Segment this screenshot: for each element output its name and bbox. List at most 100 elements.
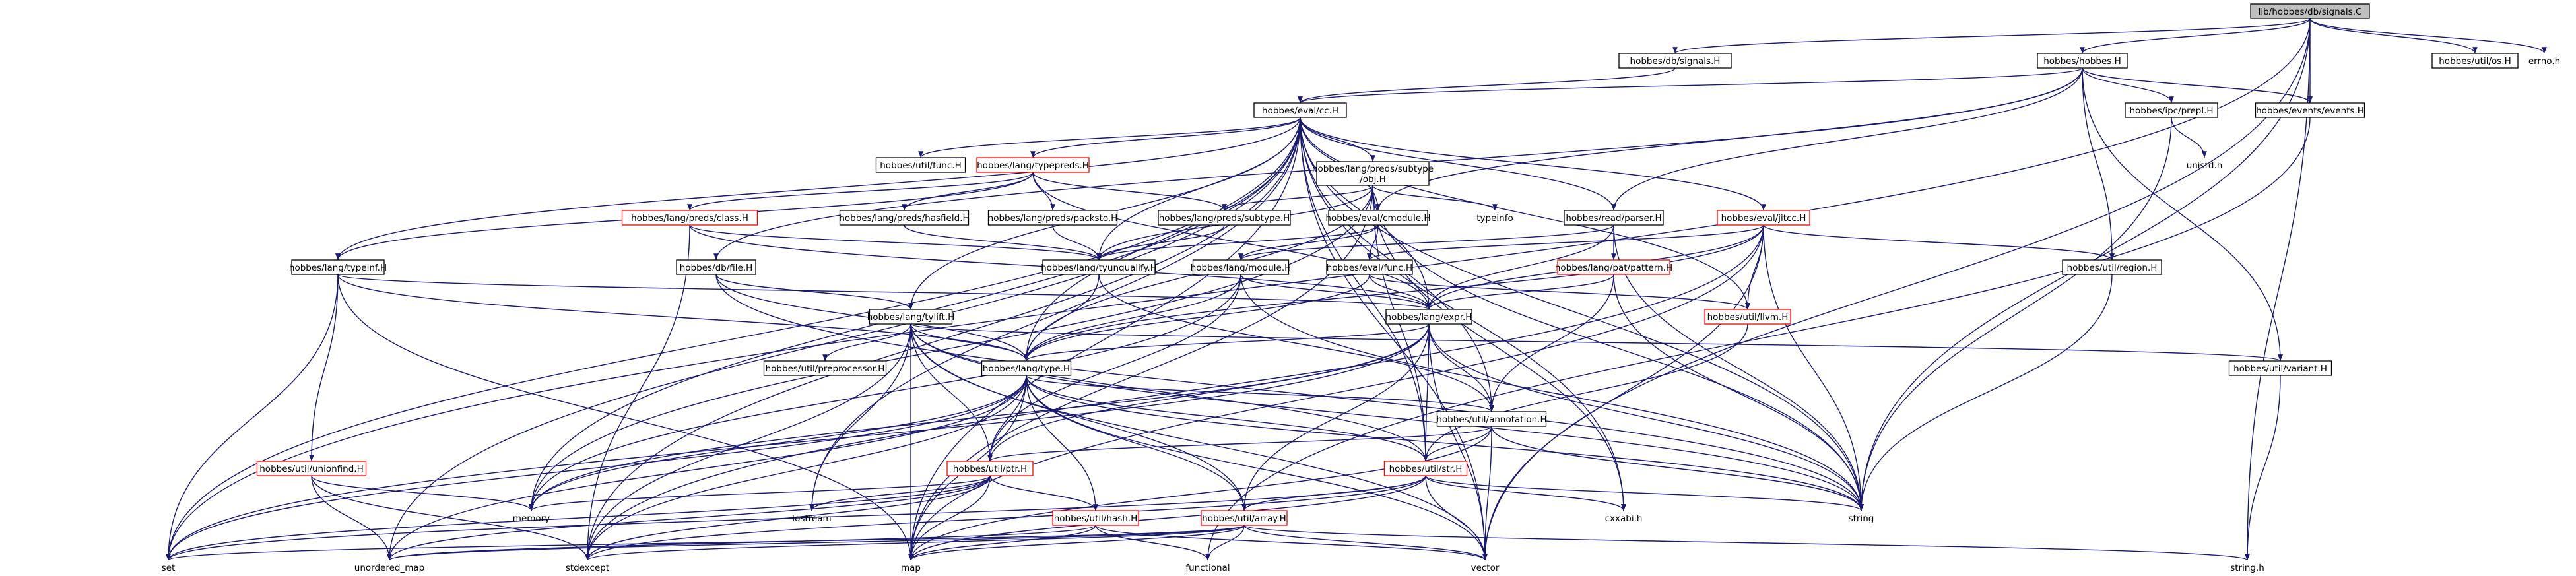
node-array[interactable]: hobbes/util/array.H bbox=[1201, 510, 1288, 526]
edge-typepreds-to-expr bbox=[1032, 172, 1432, 310]
node-vector-label: vector bbox=[1471, 563, 1500, 573]
node-langtype[interactable]: hobbes/lang/type.H bbox=[981, 360, 1072, 376]
node-patpattern[interactable]: hobbes/lang/pat/pattern.H bbox=[1555, 259, 1672, 275]
node-unistd-label: unistd.h bbox=[2187, 160, 2223, 171]
node-patpattern-label: hobbes/lang/pat/pattern.H bbox=[1555, 263, 1672, 273]
node-errno: errno.h bbox=[2528, 56, 2560, 67]
include-edges bbox=[166, 18, 2547, 561]
edge-langtype-to-hash bbox=[1026, 375, 1098, 511]
edge-root-to-utilos bbox=[2309, 18, 2478, 54]
node-langmodule[interactable]: hobbes/lang/module.H bbox=[1191, 259, 1292, 275]
edge-evalcc-to-typepreds bbox=[1030, 117, 1301, 158]
node-expr[interactable]: hobbes/lang/expr.H bbox=[1385, 309, 1472, 325]
node-hash-label: hobbes/util/hash.H bbox=[1054, 513, 1138, 524]
node-annotation[interactable]: hobbes/util/annotation.H bbox=[1436, 411, 1547, 427]
node-predssubtype[interactable]: hobbes/lang/preds/subtype.H bbox=[1158, 210, 1291, 226]
node-tyunqualify-box bbox=[1042, 259, 1156, 275]
node-typepreds-label: hobbes/lang/typepreds.H bbox=[977, 160, 1089, 171]
edge-evalcc-to-typeinf bbox=[335, 117, 1301, 261]
node-annotation-box bbox=[1436, 411, 1547, 427]
edge-langmodule-to-ptr bbox=[987, 274, 1241, 462]
node-unordered_map: unordered_map bbox=[354, 563, 424, 573]
node-dbfile[interactable]: hobbes/db/file.H bbox=[676, 259, 756, 275]
edge-dbsignals-to-evalcc bbox=[1298, 67, 1676, 104]
node-unionfind-label: hobbes/util/unionfind.H bbox=[259, 464, 364, 474]
node-preprocessor-box bbox=[763, 360, 887, 376]
node-tylift[interactable]: hobbes/lang/tylift.H bbox=[867, 309, 955, 325]
edge-predsclass-to-stdexcept bbox=[585, 224, 690, 561]
node-expr-label: hobbes/lang/expr.H bbox=[1386, 312, 1472, 323]
node-readparser[interactable]: hobbes/read/parser.H bbox=[1564, 210, 1664, 226]
node-evalfunc[interactable]: hobbes/eval/func.H bbox=[1326, 259, 1413, 275]
node-packsto[interactable]: hobbes/lang/preds/packsto.H bbox=[988, 210, 1118, 226]
node-events[interactable]: hobbes/events/events.H bbox=[2255, 102, 2365, 118]
node-utilos[interactable]: hobbes/util/os.H bbox=[2431, 53, 2519, 69]
node-typeinf-box bbox=[291, 259, 385, 275]
node-dbsignals[interactable]: hobbes/db/signals.H bbox=[1618, 53, 1732, 69]
edge-unionfind-to-unordered_map bbox=[311, 475, 392, 561]
node-ipcprepl[interactable]: hobbes/ipc/prepl.H bbox=[2125, 102, 2218, 118]
node-ptr[interactable]: hobbes/util/ptr.H bbox=[946, 461, 1034, 476]
edge-str-to-map bbox=[908, 475, 1426, 561]
node-variant-label: hobbes/util/variant.H bbox=[2233, 364, 2327, 374]
node-preprocessor[interactable]: hobbes/util/preprocessor.H bbox=[763, 360, 887, 376]
edge-expr-to-str bbox=[1423, 323, 1430, 462]
node-ptr-box bbox=[946, 461, 1034, 476]
node-hobbes[interactable]: hobbes/hobbes.H bbox=[2037, 53, 2128, 69]
node-utilfunc[interactable]: hobbes/util/func.H bbox=[875, 157, 966, 173]
node-llvm-box bbox=[1704, 309, 1791, 325]
edge-cmodule-to-langmodule bbox=[1238, 224, 1379, 261]
edge-jitcc-to-vector bbox=[1482, 224, 1764, 561]
node-typepreds[interactable]: hobbes/lang/typepreds.H bbox=[976, 157, 1090, 173]
node-map: map bbox=[901, 563, 921, 573]
node-langtype-box bbox=[981, 360, 1072, 376]
node-hobbes-box bbox=[2037, 53, 2128, 69]
node-array-box bbox=[1201, 510, 1288, 526]
node-subtypeobj[interactable]: hobbes/lang/preds/subtype/obj.H bbox=[1312, 161, 1434, 186]
node-utilfunc-box bbox=[875, 157, 966, 173]
edge-typeinf-to-langtype bbox=[337, 274, 1029, 362]
edge-evalcc-to-map bbox=[908, 117, 1301, 561]
node-root-label: lib/hobbes/db/signals.C bbox=[2259, 7, 2362, 17]
edge-hobbes-to-region bbox=[2082, 67, 2115, 261]
edge-array-to-vector bbox=[1243, 525, 1488, 561]
edge-evalcc-to-string bbox=[1300, 117, 1864, 511]
node-hash[interactable]: hobbes/util/hash.H bbox=[1052, 510, 1139, 526]
node-cmodule[interactable]: hobbes/eval/cmodule.H bbox=[1325, 210, 1431, 226]
edge-expr-to-set bbox=[166, 323, 1430, 561]
node-jitcc[interactable]: hobbes/eval/jitcc.H bbox=[1717, 210, 1810, 226]
edge-array-to-functional bbox=[1205, 525, 1245, 561]
edge-ptr-to-memory bbox=[529, 475, 991, 511]
node-tyunqualify[interactable]: hobbes/lang/tyunqualify.H bbox=[1041, 259, 1157, 275]
header-nodes: lib/hobbes/db/signals.C hobbes/db/signals… bbox=[162, 3, 2560, 573]
node-root[interactable]: lib/hobbes/db/signals.C bbox=[2250, 3, 2370, 19]
node-dbsignals-label: hobbes/db/signals.H bbox=[1630, 56, 1721, 67]
node-hasfield[interactable]: hobbes/lang/preds/hasfield.H bbox=[839, 210, 970, 226]
node-str[interactable]: hobbes/util/str.H bbox=[1383, 461, 1468, 476]
node-typeinf[interactable]: hobbes/lang/typeinf.H bbox=[289, 259, 387, 275]
node-llvm-label: hobbes/util/llvm.H bbox=[1707, 312, 1789, 323]
node-region[interactable]: hobbes/util/region.H bbox=[2062, 259, 2162, 275]
node-expr-box bbox=[1385, 309, 1472, 325]
edge-langmodule-to-expr bbox=[1240, 274, 1432, 310]
node-llvm[interactable]: hobbes/util/llvm.H bbox=[1704, 309, 1791, 325]
edge-hobbes-to-ipcprepl bbox=[2082, 67, 2174, 104]
edge-expr-to-annotation bbox=[1428, 323, 1494, 412]
node-evalcc[interactable]: hobbes/eval/cc.H bbox=[1253, 102, 1347, 118]
node-str-label: hobbes/util/str.H bbox=[1389, 464, 1463, 474]
node-variant[interactable]: hobbes/util/variant.H bbox=[2228, 360, 2332, 376]
edge-evalfunc-to-langtype bbox=[1024, 274, 1370, 362]
edge-ptr-to-map bbox=[908, 475, 991, 561]
edge-root-to-dbsignals bbox=[1672, 18, 2311, 54]
node-langmodule-box bbox=[1192, 259, 1290, 275]
edge-evalcc-to-set bbox=[166, 117, 1301, 561]
edge-readparser-to-expr bbox=[1426, 224, 1614, 310]
edge-expr-to-memory bbox=[529, 323, 1430, 511]
edge-typepreds-to-predssubtype bbox=[1032, 172, 1227, 211]
edge-langtype-to-string bbox=[1026, 375, 1864, 511]
node-predsclass[interactable]: hobbes/lang/preds/class.H bbox=[621, 210, 758, 226]
edge-expr-to-array bbox=[1241, 323, 1430, 511]
node-unionfind[interactable]: hobbes/util/unionfind.H bbox=[256, 461, 367, 476]
edge-array-to-map bbox=[908, 525, 1245, 561]
node-events-box bbox=[2255, 102, 2365, 118]
